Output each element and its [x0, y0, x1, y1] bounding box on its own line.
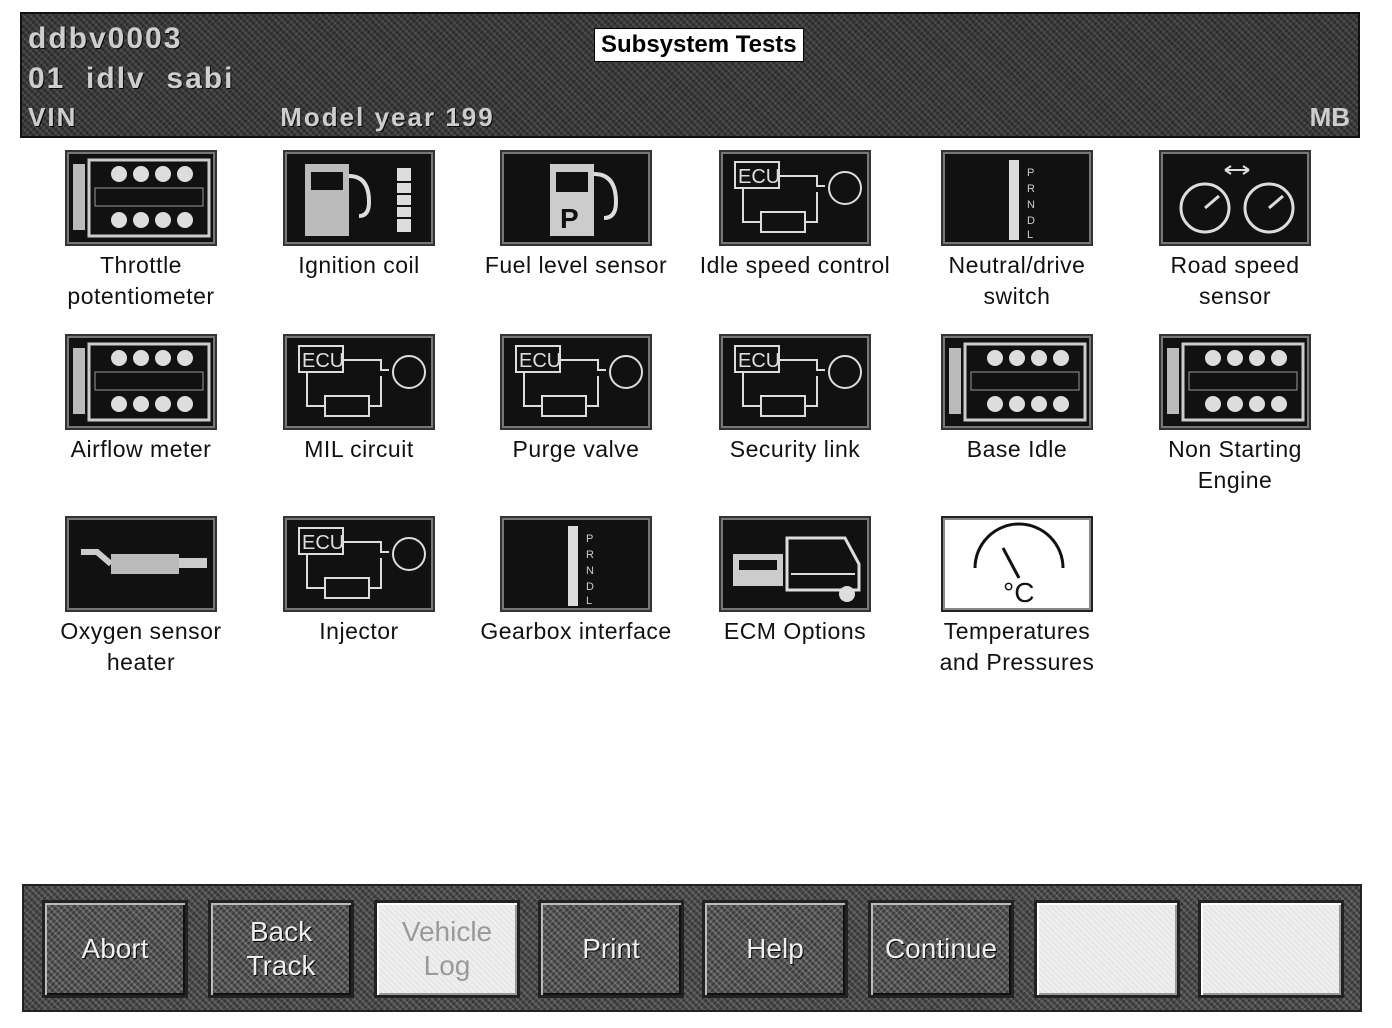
test-tile-airflow-meter[interactable]: Airflow meter: [36, 334, 246, 465]
test-label: Airflow meter: [70, 436, 212, 462]
abort-button[interactable]: Abort: [42, 900, 188, 998]
continue-button[interactable]: Continue: [868, 900, 1014, 998]
engine-block-icon: [65, 334, 217, 430]
test-label: MIL circuit: [304, 436, 414, 462]
engine-block-icon: [65, 150, 217, 246]
ecu-text: ECU: [302, 532, 344, 554]
header-subtitle: 01 idlv sabi: [28, 62, 235, 95]
test-label: Neutral/drive switch: [948, 252, 1086, 309]
print-button[interactable]: Print: [538, 900, 684, 998]
blank-button-1[interactable]: [1034, 900, 1180, 998]
ecu-circuit-icon: ECU: [719, 150, 871, 246]
test-tile-ignition-coil[interactable]: Ignition coil: [254, 150, 464, 281]
vehicle-log-label: Vehicle Log: [401, 916, 493, 981]
help-button[interactable]: Help: [702, 900, 848, 998]
test-label: Base Idle: [966, 436, 1068, 462]
test-label: Throttle potentiometer: [67, 252, 215, 309]
blank-button-2[interactable]: [1198, 900, 1344, 998]
test-tile-oxygen-sensor-heater[interactable]: Oxygen sensor heater: [36, 516, 246, 678]
fuel-pump-icon: P: [500, 150, 652, 246]
test-label: Injector: [319, 618, 399, 644]
test-label: Ignition coil: [298, 252, 420, 278]
test-label: Security link: [729, 436, 861, 462]
page-title: Subsystem Tests: [594, 28, 804, 62]
svg-text:P: P: [1027, 167, 1034, 179]
continue-label: Continue: [884, 933, 998, 964]
vehicle-log-button[interactable]: Vehicle Log: [374, 900, 520, 998]
ecu-circuit-icon: ECU: [283, 334, 435, 430]
gear-selector-icon: P R N D L: [500, 516, 652, 612]
test-label: Idle speed control: [699, 252, 891, 278]
test-tile-mil-circuit[interactable]: ECU MIL circuit: [254, 334, 464, 465]
celsius-text: °C: [1003, 577, 1034, 608]
svg-text:D: D: [1027, 215, 1035, 227]
ecu-circuit-icon: ECU: [283, 516, 435, 612]
test-tile-ecm-options[interactable]: ECM Options: [690, 516, 900, 647]
test-tile-injector[interactable]: ECU Injector: [254, 516, 464, 647]
test-label: Non Starting Engine: [1168, 436, 1302, 493]
fuel-pump-coil-icon: [283, 150, 435, 246]
ecu-circuit-icon: ECU: [719, 334, 871, 430]
ecu-text: ECU: [738, 350, 780, 372]
test-tile-road-speed-sensor[interactable]: Road speed sensor: [1130, 150, 1340, 312]
speedometer-icon: [1159, 150, 1311, 246]
abort-label: Abort: [81, 933, 149, 964]
test-tile-temperatures-and-pressures[interactable]: °C Temperatures and Pressures: [912, 516, 1122, 678]
svg-text:P: P: [586, 533, 593, 545]
help-label: Help: [746, 933, 804, 964]
ecm-car-icon: [719, 516, 871, 612]
svg-text:D: D: [586, 581, 594, 593]
back-track-label: Back Track: [246, 916, 316, 981]
test-label: ECM Options: [723, 618, 867, 644]
test-tile-gearbox-interface[interactable]: P R N D L Gearbox interface: [471, 516, 681, 647]
header-right-code: MB: [1309, 102, 1350, 132]
svg-text:N: N: [1027, 199, 1035, 211]
svg-text:L: L: [586, 595, 592, 607]
test-tile-neutral-drive-switch[interactable]: P R N D L Neutral/drive switch: [912, 150, 1122, 312]
svg-text:R: R: [1027, 183, 1035, 195]
temperature-gauge-icon: °C: [941, 516, 1093, 612]
svg-text:R: R: [586, 549, 594, 561]
gear-selector-icon: P R N D L: [941, 150, 1093, 246]
test-label: Purge valve: [512, 436, 640, 462]
print-label: Print: [582, 933, 640, 964]
oxygen-sensor-icon: [65, 516, 217, 612]
svg-text:L: L: [1027, 229, 1033, 241]
test-label: Road speed sensor: [1170, 252, 1300, 309]
pump-letter: P: [560, 203, 579, 234]
header-bar: ddbv0003 01 idlv sabi VIN Model year 199…: [20, 12, 1360, 138]
test-label: Fuel level sensor: [484, 252, 668, 278]
ecu-text: ECU: [302, 350, 344, 372]
test-label: Oxygen sensor heater: [60, 618, 222, 675]
test-tile-idle-speed-control[interactable]: ECU Idle speed control: [690, 150, 900, 281]
bottom-toolbar: Abort Back Track Vehicle Log Print Help …: [22, 884, 1362, 1012]
test-tile-purge-valve[interactable]: ECU Purge valve: [471, 334, 681, 465]
header-vehicle-info: VIN Model year 199: [28, 102, 495, 132]
test-tile-non-starting-engine[interactable]: Non Starting Engine: [1130, 334, 1340, 496]
test-tile-fuel-level-sensor[interactable]: P Fuel level sensor: [471, 150, 681, 281]
test-label: Temperatures and Pressures: [939, 618, 1095, 675]
svg-text:N: N: [586, 565, 594, 577]
test-label: Gearbox interface: [480, 618, 672, 644]
back-track-button[interactable]: Back Track: [208, 900, 354, 998]
test-tile-base-idle[interactable]: Base Idle: [912, 334, 1122, 465]
test-tile-throttle-potentiometer[interactable]: Throttle potentiometer: [36, 150, 246, 312]
ecu-circuit-icon: ECU: [500, 334, 652, 430]
ecu-text: ECU: [519, 350, 561, 372]
engine-block-icon: [1159, 334, 1311, 430]
test-tile-security-link[interactable]: ECU Security link: [690, 334, 900, 465]
engine-block-icon: [941, 334, 1093, 430]
header-session-id: ddbv0003: [28, 22, 183, 55]
ecu-text: ECU: [738, 166, 780, 188]
